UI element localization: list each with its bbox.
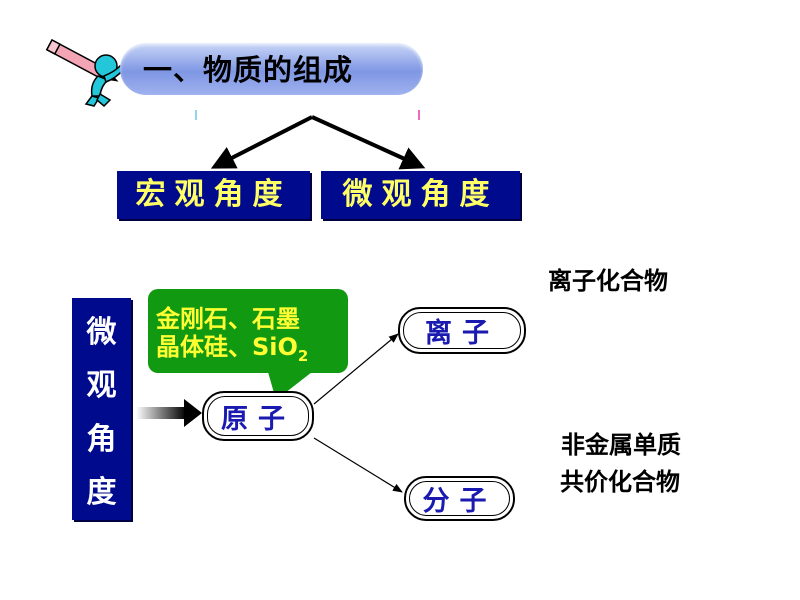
callout-line-2-text: 晶体硅、SiO [156, 333, 298, 361]
pencil-figure-icon [45, 38, 124, 108]
vertical-char: 观 [86, 368, 117, 404]
vertical-char: 度 [86, 475, 117, 511]
arrow-to-macro [210, 115, 313, 169]
vertical-char: 微 [86, 314, 117, 350]
callout-bubble [148, 289, 348, 373]
micro-perspective-vertical-box: 微 观 角 度 [72, 298, 131, 520]
big-arrow-head [184, 399, 202, 427]
ion-box: 离子 [398, 307, 526, 354]
arrow-atom-to-molecule [313, 437, 403, 493]
micro-perspective-box: 微观角度 [321, 171, 520, 219]
big-arrow-shaft [136, 407, 186, 419]
ion-label: 离子 [403, 312, 521, 349]
macro-perspective-box: 宏观角度 [117, 171, 310, 219]
molecule-box: 分子 [404, 476, 515, 521]
arrow-to-micro [311, 115, 426, 170]
nonmetal-element-label: 非金属单质 [561, 431, 681, 459]
vertical-char: 角 [86, 421, 117, 457]
atom-box: 原子 [202, 391, 314, 441]
callout-line-2: 晶体硅、SiO2 [156, 333, 308, 370]
atom-label: 原子 [207, 396, 309, 436]
ionic-compound-label: 离子化合物 [548, 267, 668, 295]
title-pill [120, 43, 423, 95]
callout-subscript: 2 [297, 346, 309, 365]
molecule-label: 分子 [409, 481, 510, 517]
arrow-atom-to-ion [313, 333, 399, 405]
callout-line-1: 金刚石、石墨 [156, 305, 300, 333]
page-title: 一、物质的组成 [143, 53, 354, 87]
covalent-compound-label: 共价化合物 [560, 468, 680, 496]
